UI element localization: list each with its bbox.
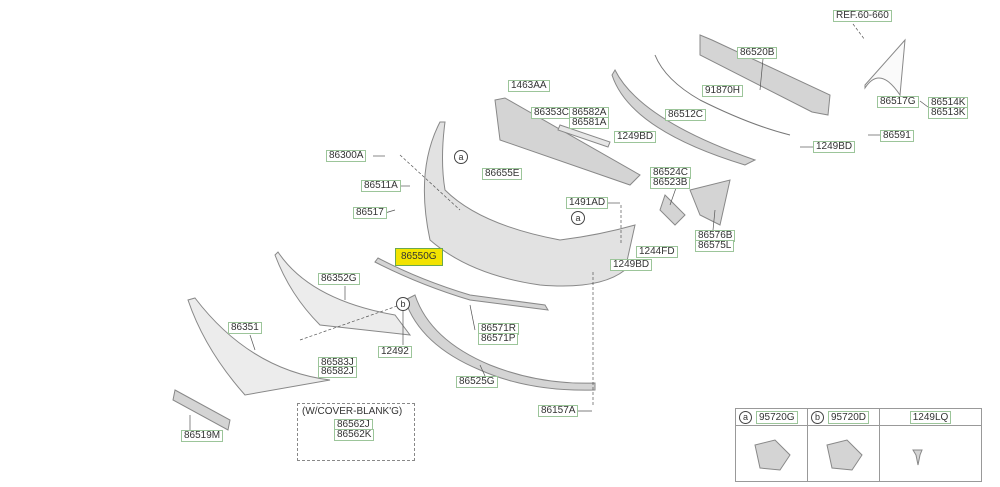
part-label-86353c[interactable]: 86353C xyxy=(531,107,573,119)
part-label-86581a[interactable]: 86581A xyxy=(569,117,610,129)
legend-part-label[interactable]: 95720D xyxy=(828,410,870,424)
part-label-86575l[interactable]: 86575L xyxy=(695,240,735,252)
part-label-91870h[interactable]: 91870H xyxy=(702,85,744,97)
part-label-86519m[interactable]: 86519M xyxy=(181,430,224,442)
part-label-86517[interactable]: 86517 xyxy=(353,207,387,219)
part-label-86351[interactable]: 86351 xyxy=(228,322,262,334)
part-label-86655e[interactable]: 86655E xyxy=(482,168,523,180)
legend-header-screw: 1249LQ xyxy=(879,408,982,426)
part-label-86562k[interactable]: 86562K xyxy=(334,429,375,441)
part-label-ref-60-660[interactable]: REF.60-660 xyxy=(833,10,892,22)
part-label-86511a[interactable]: 86511A xyxy=(361,180,401,192)
callout-b: b xyxy=(396,297,410,311)
part-label-86520b[interactable]: 86520B xyxy=(737,47,778,59)
part-label-86517g[interactable]: 86517G xyxy=(877,96,919,108)
fender-part xyxy=(864,38,906,97)
wiring-harness-part xyxy=(654,54,791,136)
legend-part-label[interactable]: 1249LQ xyxy=(909,410,952,424)
part-label-1249bd[interactable]: 1249BD xyxy=(610,259,653,271)
grille-bracket-part xyxy=(494,97,641,186)
parking-sensor-a-cell xyxy=(735,425,808,482)
bumper-lip-part xyxy=(611,68,757,166)
upper-grille-part xyxy=(274,251,412,336)
part-label-86512c[interactable]: 86512C xyxy=(665,109,707,121)
part-label-86157a[interactable]: 86157A xyxy=(538,405,579,417)
part-label-86571p[interactable]: 86571P xyxy=(478,333,519,345)
parking-sensor-b-cell xyxy=(807,425,880,482)
part-label-12492[interactable]: 12492 xyxy=(378,346,412,358)
part-label-86352g[interactable]: 86352G xyxy=(318,273,360,285)
callout-a: a xyxy=(571,211,585,225)
part-label-1244fd[interactable]: 1244FD xyxy=(636,246,678,258)
callout-a: a xyxy=(454,150,468,164)
part-label-86523b[interactable]: 86523B xyxy=(650,177,691,189)
part-label-86582j[interactable]: 86582J xyxy=(318,366,357,378)
legend-header-b: b 95720D xyxy=(807,408,880,426)
side-bracket-part xyxy=(689,179,731,226)
part-label-1249bd[interactable]: 1249BD xyxy=(813,141,856,153)
screw-cell xyxy=(879,425,982,482)
side-bracket-part xyxy=(659,194,686,226)
part-label-86513k[interactable]: 86513K xyxy=(928,107,969,119)
part-label-86550g-highlighted[interactable]: 86550G xyxy=(395,248,443,266)
cover-blanking-note: (W/COVER-BLANK'G) xyxy=(302,406,403,417)
legend-mark: b xyxy=(811,410,824,424)
fastener-legend-table: a 95720G b 95720D 1249LQ xyxy=(735,408,982,482)
lower-lip-part xyxy=(404,294,596,391)
lower-panel-part xyxy=(172,389,231,431)
legend-part-label[interactable]: 95720G xyxy=(756,410,798,424)
legend-mark: a xyxy=(739,410,752,424)
part-label-1491ad[interactable]: 1491AD xyxy=(566,197,609,209)
garnish-strip-part xyxy=(374,257,549,311)
part-label-86525g[interactable]: 86525G xyxy=(456,376,498,388)
part-label-1463aa[interactable]: 1463AA xyxy=(508,80,550,92)
grille-part xyxy=(187,297,331,396)
energy-absorber-part xyxy=(699,34,831,116)
part-label-86591[interactable]: 86591 xyxy=(880,130,914,142)
legend-header-a: a 95720G xyxy=(735,408,808,426)
part-label-1249bd[interactable]: 1249BD xyxy=(614,131,657,143)
cover-blanking-box xyxy=(297,403,415,461)
part-label-86300a[interactable]: 86300A xyxy=(326,150,367,162)
moulding-strip-part xyxy=(557,124,611,148)
